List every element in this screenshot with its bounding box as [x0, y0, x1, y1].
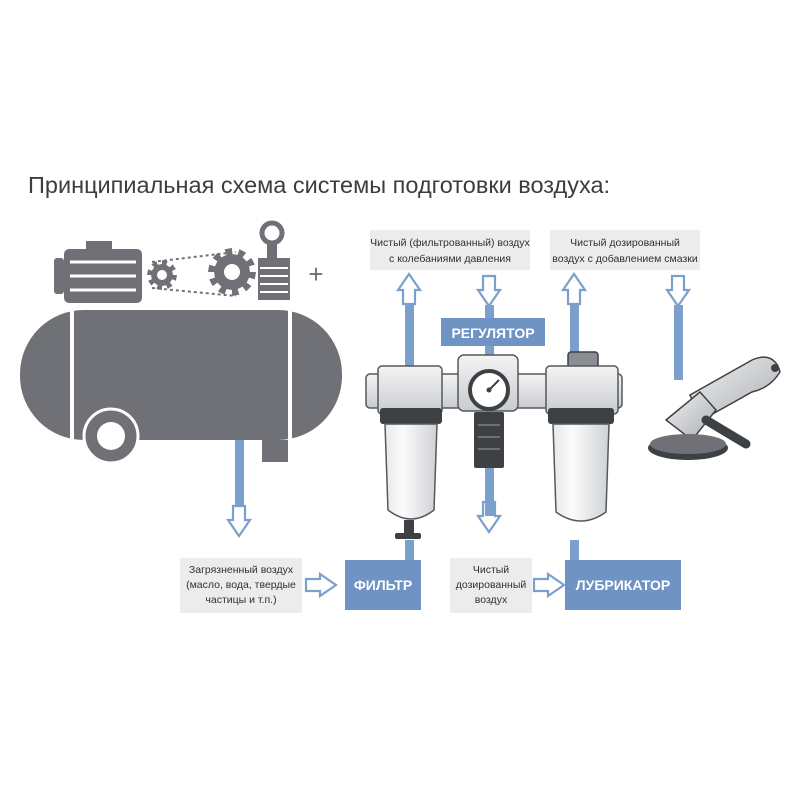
- lubricator-block: ЛУБРИКАТОР: [565, 560, 681, 610]
- plus-sign: +: [308, 259, 323, 289]
- label-line: воздух: [475, 594, 508, 606]
- arrow-right-to-filter: [304, 571, 338, 599]
- regulator-label: РЕГУЛЯТОР: [451, 325, 534, 341]
- label-line: (масло, вода, твердые: [186, 579, 296, 591]
- arrow-down-regulator-input: [475, 274, 503, 308]
- label-line: частицы и т.п.): [205, 594, 276, 606]
- label-line: Загрязненный воздух: [189, 564, 294, 576]
- arrow-down-tool-input: [664, 274, 692, 308]
- motor-icon: [54, 241, 142, 303]
- label-line: дозированный: [456, 579, 527, 591]
- filter-label: ФИЛЬТР: [354, 577, 412, 593]
- angle-grinder-icon: [648, 356, 781, 460]
- label-clean-dosed-lube: Чистый дозированный воздух с добавлением…: [550, 230, 700, 270]
- large-gear-icon: [208, 248, 256, 296]
- compressor: +: [20, 220, 342, 465]
- arrow-right-to-lubricator: [532, 571, 566, 599]
- label-contaminated-air: Загрязненный воздух (масло, вода, тверды…: [180, 558, 302, 613]
- diagram-title: Принципиальная схема системы подготовки …: [28, 172, 611, 198]
- label-line: Чистый: [473, 564, 509, 576]
- arrow-up-filter-output: [395, 272, 423, 306]
- arrow-up-lubricator-output: [560, 272, 588, 306]
- air-tank: [20, 310, 342, 440]
- piston-icon: [258, 220, 290, 300]
- arrow-down-regulator-output: [475, 500, 503, 534]
- small-gear-icon: [147, 260, 177, 290]
- label-line: с колебаниями давления: [389, 253, 511, 265]
- label-clean-dosed-air: Чистый дозированный воздух: [450, 558, 532, 613]
- regulator-block: РЕГУЛЯТОР: [441, 318, 545, 346]
- arrow-down-tank-outlet: [225, 504, 253, 538]
- label-clean-air-pressure: Чистый (фильтрованный) воздух с колебани…: [370, 230, 531, 270]
- frl-unit: [365, 351, 623, 539]
- filter-block: ФИЛЬТР: [345, 560, 421, 610]
- label-line: Чистый (фильтрованный) воздух: [370, 237, 530, 249]
- flow-lines: [225, 272, 692, 599]
- label-line: Чистый дозированный: [570, 237, 680, 249]
- lubricator-label: ЛУБРИКАТОР: [576, 577, 670, 593]
- label-line: воздух с добавлением смазки: [552, 253, 698, 265]
